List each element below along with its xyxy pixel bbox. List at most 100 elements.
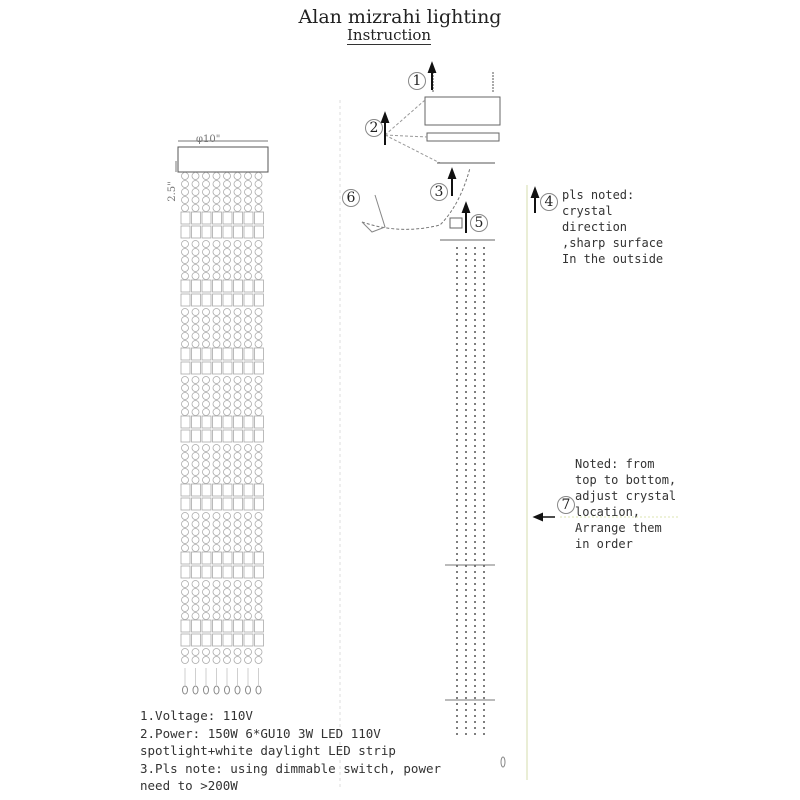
crystal-prism (201, 279, 212, 293)
strand-bead (483, 553, 485, 555)
strand-bead (474, 259, 476, 261)
crystal-prism (254, 483, 264, 497)
strand-bead (474, 343, 476, 345)
crystal-ball (202, 340, 210, 348)
strand-bead (474, 265, 476, 267)
strand-bead (456, 385, 458, 387)
note-line: In the outside (562, 252, 664, 266)
step-2-badge: 2 (365, 119, 383, 137)
strand-bead (474, 607, 476, 609)
strand-bead (456, 361, 458, 363)
strand-bead (483, 631, 485, 633)
crystal-ball (181, 332, 189, 340)
crystal-prism (243, 279, 254, 293)
strand-bead (483, 529, 485, 531)
strand-bead (465, 691, 467, 693)
crystal-ball (254, 324, 263, 332)
spec-line: 2.Power: 150W 6*GU10 3W LED 110V (140, 725, 381, 741)
crystal-ball (244, 604, 252, 612)
strand-bead (456, 319, 458, 321)
strand-bead (483, 559, 485, 561)
strand-bead (465, 433, 467, 435)
strand-bead (456, 619, 458, 621)
strand-bead (483, 385, 485, 387)
strand-bead (474, 475, 476, 477)
strand-bead (456, 685, 458, 687)
crystal-ball (223, 604, 231, 612)
crystal-ball (223, 648, 231, 656)
crystal-ball (223, 520, 231, 528)
crystal-ball (233, 376, 242, 384)
crystal-prism (191, 619, 201, 633)
strand-bead (483, 427, 485, 429)
strand-bead (474, 349, 476, 351)
crystal-prism (254, 211, 264, 225)
strand-bead (483, 595, 485, 597)
strand-bead (465, 247, 467, 249)
strand-bead (465, 595, 467, 597)
crystal-ball (212, 324, 221, 332)
strand-bead (483, 331, 485, 333)
crystal-drop (182, 685, 188, 695)
crystal-ball (212, 536, 221, 544)
crystal-ball (212, 452, 221, 460)
strand-bead (465, 697, 467, 699)
crystal-prism (222, 225, 233, 239)
crystal-ball (181, 256, 189, 264)
crystal-ball (254, 604, 263, 612)
crystal-prism (180, 293, 191, 307)
crystal-prism (191, 279, 201, 293)
strand-bead (456, 643, 458, 645)
crystal-ball (233, 240, 242, 248)
strand-bead (474, 439, 476, 441)
crystal-prism (222, 347, 233, 361)
crystal-ball (233, 544, 242, 552)
crystal-ball (212, 512, 221, 520)
crystal-ball (212, 196, 221, 204)
crystal-ball (202, 408, 210, 416)
strand-bead (483, 679, 485, 681)
crystal-ball (202, 468, 210, 476)
spec-line: need to >200W (140, 778, 238, 793)
crystal-ball (181, 408, 189, 416)
crystal-prism (222, 429, 233, 443)
strand-bead (474, 331, 476, 333)
crystal-prism (222, 633, 233, 647)
strand-bead (456, 457, 458, 459)
crystal-ball (202, 308, 210, 316)
crystal-ball (254, 444, 263, 452)
strand-bead (465, 583, 467, 585)
crystal-ball (233, 384, 242, 392)
strand-bead (483, 289, 485, 291)
crystal-ball (254, 332, 263, 340)
document-title: Alan mizrahi lighting (298, 6, 502, 28)
crystal-ball (191, 612, 200, 620)
note-line: direction (562, 220, 628, 234)
crystal-prism (233, 211, 243, 225)
strand-bead (474, 409, 476, 411)
crystal-ball (244, 332, 252, 340)
crystal-ball (233, 324, 242, 332)
crystal-ball (181, 240, 189, 248)
crystal-prism (201, 225, 212, 239)
strand-bead (465, 625, 467, 627)
crystal-ball (254, 452, 263, 460)
strand-bead (474, 415, 476, 417)
strand-bead (456, 355, 458, 357)
strand-bead (465, 481, 467, 483)
crystal-ball (191, 544, 200, 552)
crystal-ball (212, 604, 221, 612)
crystal-prism (222, 619, 233, 633)
strand-bead (456, 337, 458, 339)
crystal-ball (254, 520, 263, 528)
crystal-ball (191, 256, 200, 264)
crystal-ball (202, 240, 210, 248)
strand-bead (465, 271, 467, 273)
strand-bead (483, 361, 485, 363)
strand-bead (474, 481, 476, 483)
step-6-badge: 6 (342, 189, 360, 207)
crystal-ball (244, 476, 252, 484)
strand-bead (465, 475, 467, 477)
crystal-ball (212, 544, 221, 552)
strand-bead (456, 349, 458, 351)
